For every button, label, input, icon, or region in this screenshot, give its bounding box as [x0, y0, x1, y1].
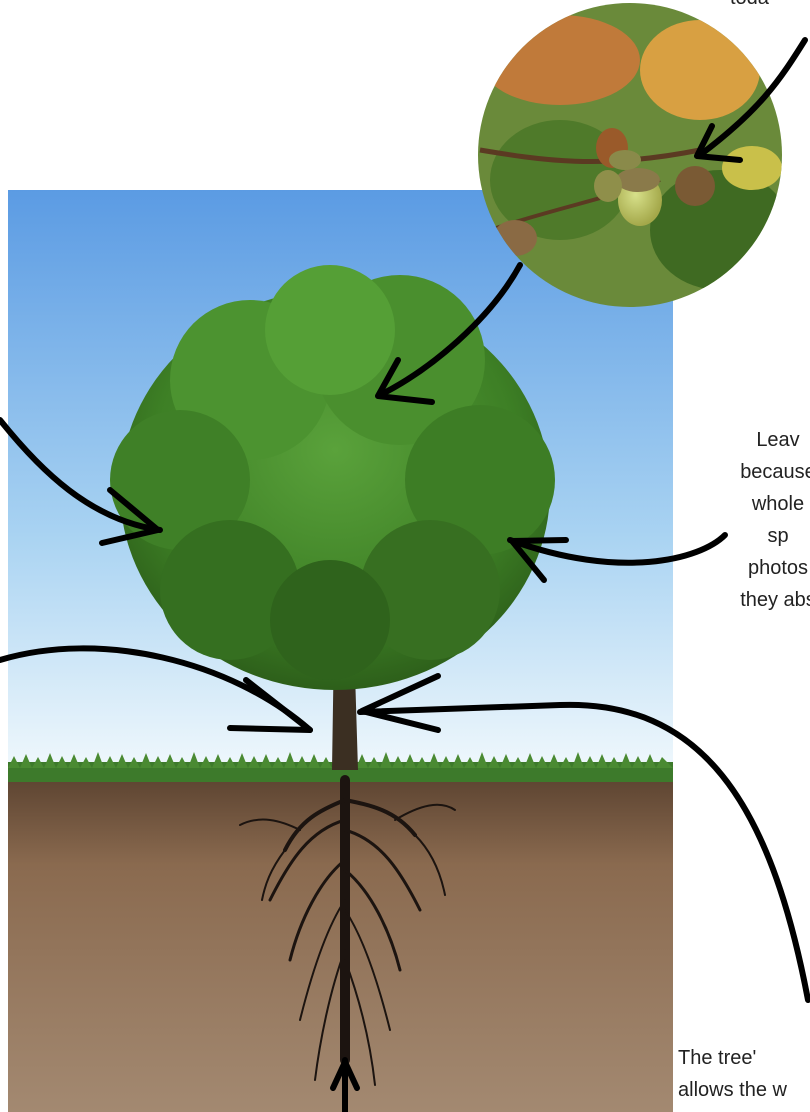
caption-trunk: The tree' allows the w: [678, 1042, 810, 1106]
caption-leaves-line-4: sp: [678, 520, 810, 552]
caption-top-fragment: toda: [730, 0, 810, 14]
caption-leaves: Leav because whole sp photos they abs: [678, 424, 810, 616]
caption-trunk-line-2: allows the w: [678, 1074, 810, 1106]
caption-leaves-line-3: whole: [678, 488, 810, 520]
caption-leaves-line-5: photos: [678, 552, 810, 584]
caption-trunk-line-1: The tree': [678, 1042, 810, 1074]
caption-leaves-line-2: because: [678, 456, 810, 488]
caption-leaves-line-6: they abs: [678, 584, 810, 616]
caption-top-line: toda: [730, 0, 810, 14]
caption-leaves-line-1: Leav: [678, 424, 810, 456]
